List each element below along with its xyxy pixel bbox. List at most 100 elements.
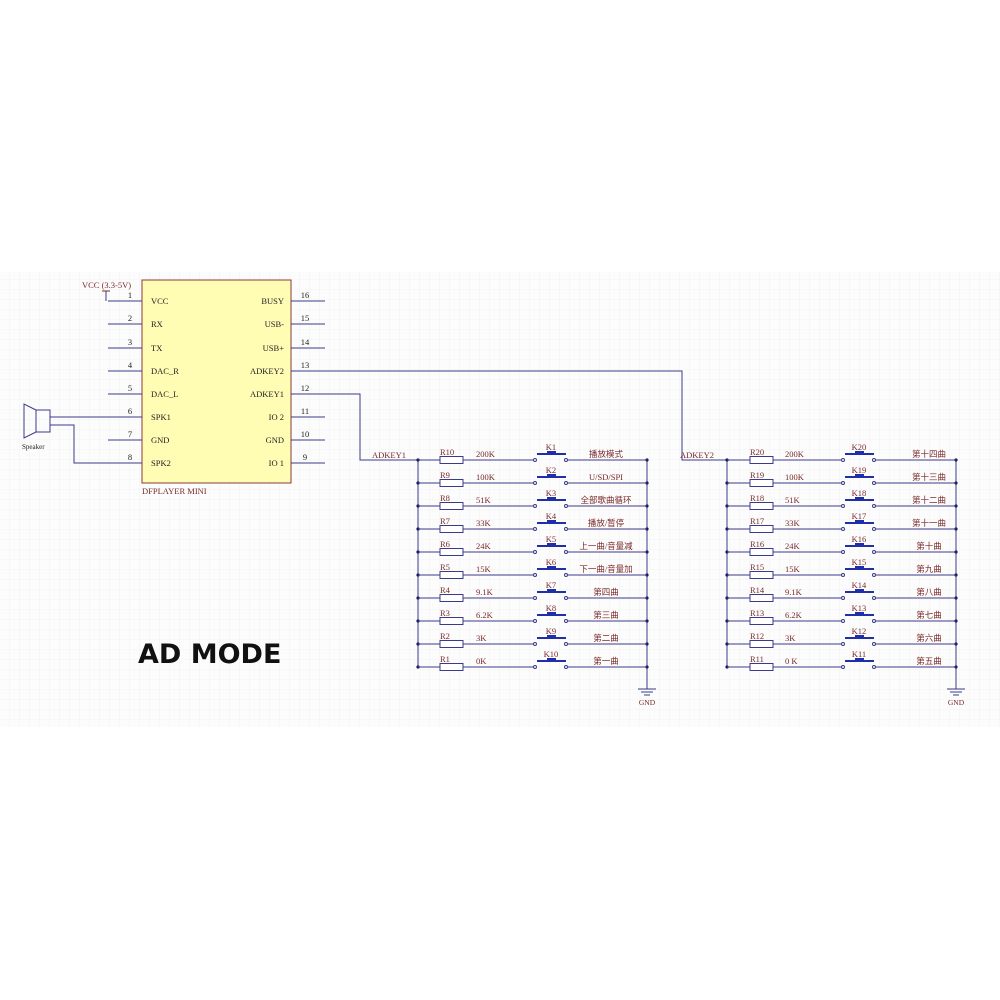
switch-function: 第五曲 [916, 656, 942, 666]
resistor-value: 9.1K [785, 587, 803, 597]
wire-adkey2 [325, 370, 727, 461]
switch-function: 第九曲 [916, 564, 942, 574]
switch-ref: K3 [546, 488, 556, 498]
chip-name: DFPLAYER MINI [142, 486, 207, 496]
pin-name: USB- [265, 319, 285, 329]
resistor [749, 617, 774, 625]
switch-ref: K5 [546, 534, 556, 544]
pin-name: TX [151, 343, 162, 353]
switch-contact [872, 458, 876, 462]
switch-contact [872, 642, 876, 646]
pushbutton-icon [537, 635, 566, 639]
switch-function: 第一曲 [593, 656, 619, 666]
switch-contact [841, 481, 845, 485]
pin-name: VCC [151, 296, 169, 306]
switch-ref: K12 [852, 626, 867, 636]
pin-name: SPK2 [151, 458, 171, 468]
resistor-ref: R6 [440, 539, 450, 549]
switch-ref: K14 [852, 580, 867, 590]
resistor [749, 525, 774, 533]
wire-spk2 [50, 424, 142, 464]
switch-ref: K11 [852, 649, 866, 659]
pin-name: GND [151, 435, 169, 445]
switch-contact [564, 481, 568, 485]
resistor-value: 100K [785, 472, 805, 482]
resistor [439, 594, 464, 602]
switch-contact [564, 642, 568, 646]
pin-name: BUSY [261, 296, 284, 306]
pin-number: 6 [128, 406, 132, 416]
resistor-value: 15K [785, 564, 801, 574]
resistor-value: 200K [476, 449, 496, 459]
pin-number: 13 [301, 360, 310, 370]
pushbutton-icon [537, 658, 566, 662]
ground-icon [947, 688, 965, 696]
switch-contact [533, 481, 537, 485]
pushbutton-icon [845, 589, 874, 593]
switch-contact [533, 619, 537, 623]
resistor-value: 200K [785, 449, 805, 459]
ground-label: GND [639, 698, 656, 707]
resistor-ref: R8 [440, 493, 450, 503]
pushbutton-icon [537, 612, 566, 616]
pushbutton-icon [537, 497, 566, 501]
switch-contact [564, 596, 568, 600]
speaker: Speaker [22, 403, 142, 464]
pin-name: ADKEY1 [250, 389, 284, 399]
resistor [439, 617, 464, 625]
net-label-adkey1: ADKEY1 [372, 450, 406, 460]
switch-contact [564, 665, 568, 669]
switch-ref: K2 [546, 465, 556, 475]
resistor [439, 548, 464, 556]
resistor [439, 456, 464, 464]
vcc-label: VCC (3.3-5V) [82, 280, 131, 290]
switch-contact [564, 458, 568, 462]
switch-function: 播放模式 [589, 449, 624, 459]
switch-contact [872, 573, 876, 577]
switch-contact [533, 550, 537, 554]
switch-function: 第六曲 [916, 633, 942, 643]
resistor-ref: R5 [440, 562, 450, 572]
switch-contact [564, 504, 568, 508]
switch-contact [533, 642, 537, 646]
resistor-value: 24K [785, 541, 801, 551]
resistor-ref: R14 [750, 585, 765, 595]
resistor-ref: R2 [440, 631, 450, 641]
resistor-value: 100K [476, 472, 496, 482]
switch-ref: K20 [852, 442, 867, 452]
pin-number: 3 [128, 337, 132, 347]
resistor-ref: R1 [440, 654, 450, 664]
pin-number: 15 [301, 313, 310, 323]
resistor-ref: R13 [750, 608, 764, 618]
resistor [749, 479, 774, 487]
switch-contact [872, 665, 876, 669]
pushbutton-icon [537, 589, 566, 593]
resistor-ref: R7 [440, 516, 450, 526]
pushbutton-icon [845, 543, 874, 547]
switch-function: 第十一曲 [912, 518, 946, 528]
resistor [439, 663, 464, 671]
switch-contact [533, 527, 537, 531]
pin-name: IO 1 [269, 458, 284, 468]
net-label-adkey2: ADKEY2 [680, 450, 714, 460]
switch-contact [841, 550, 845, 554]
pin-name: RX [151, 319, 163, 329]
switch-ref: K9 [546, 626, 556, 636]
resistor-value: 0K [476, 656, 487, 666]
switch-contact [564, 527, 568, 531]
switch-contact [841, 504, 845, 508]
